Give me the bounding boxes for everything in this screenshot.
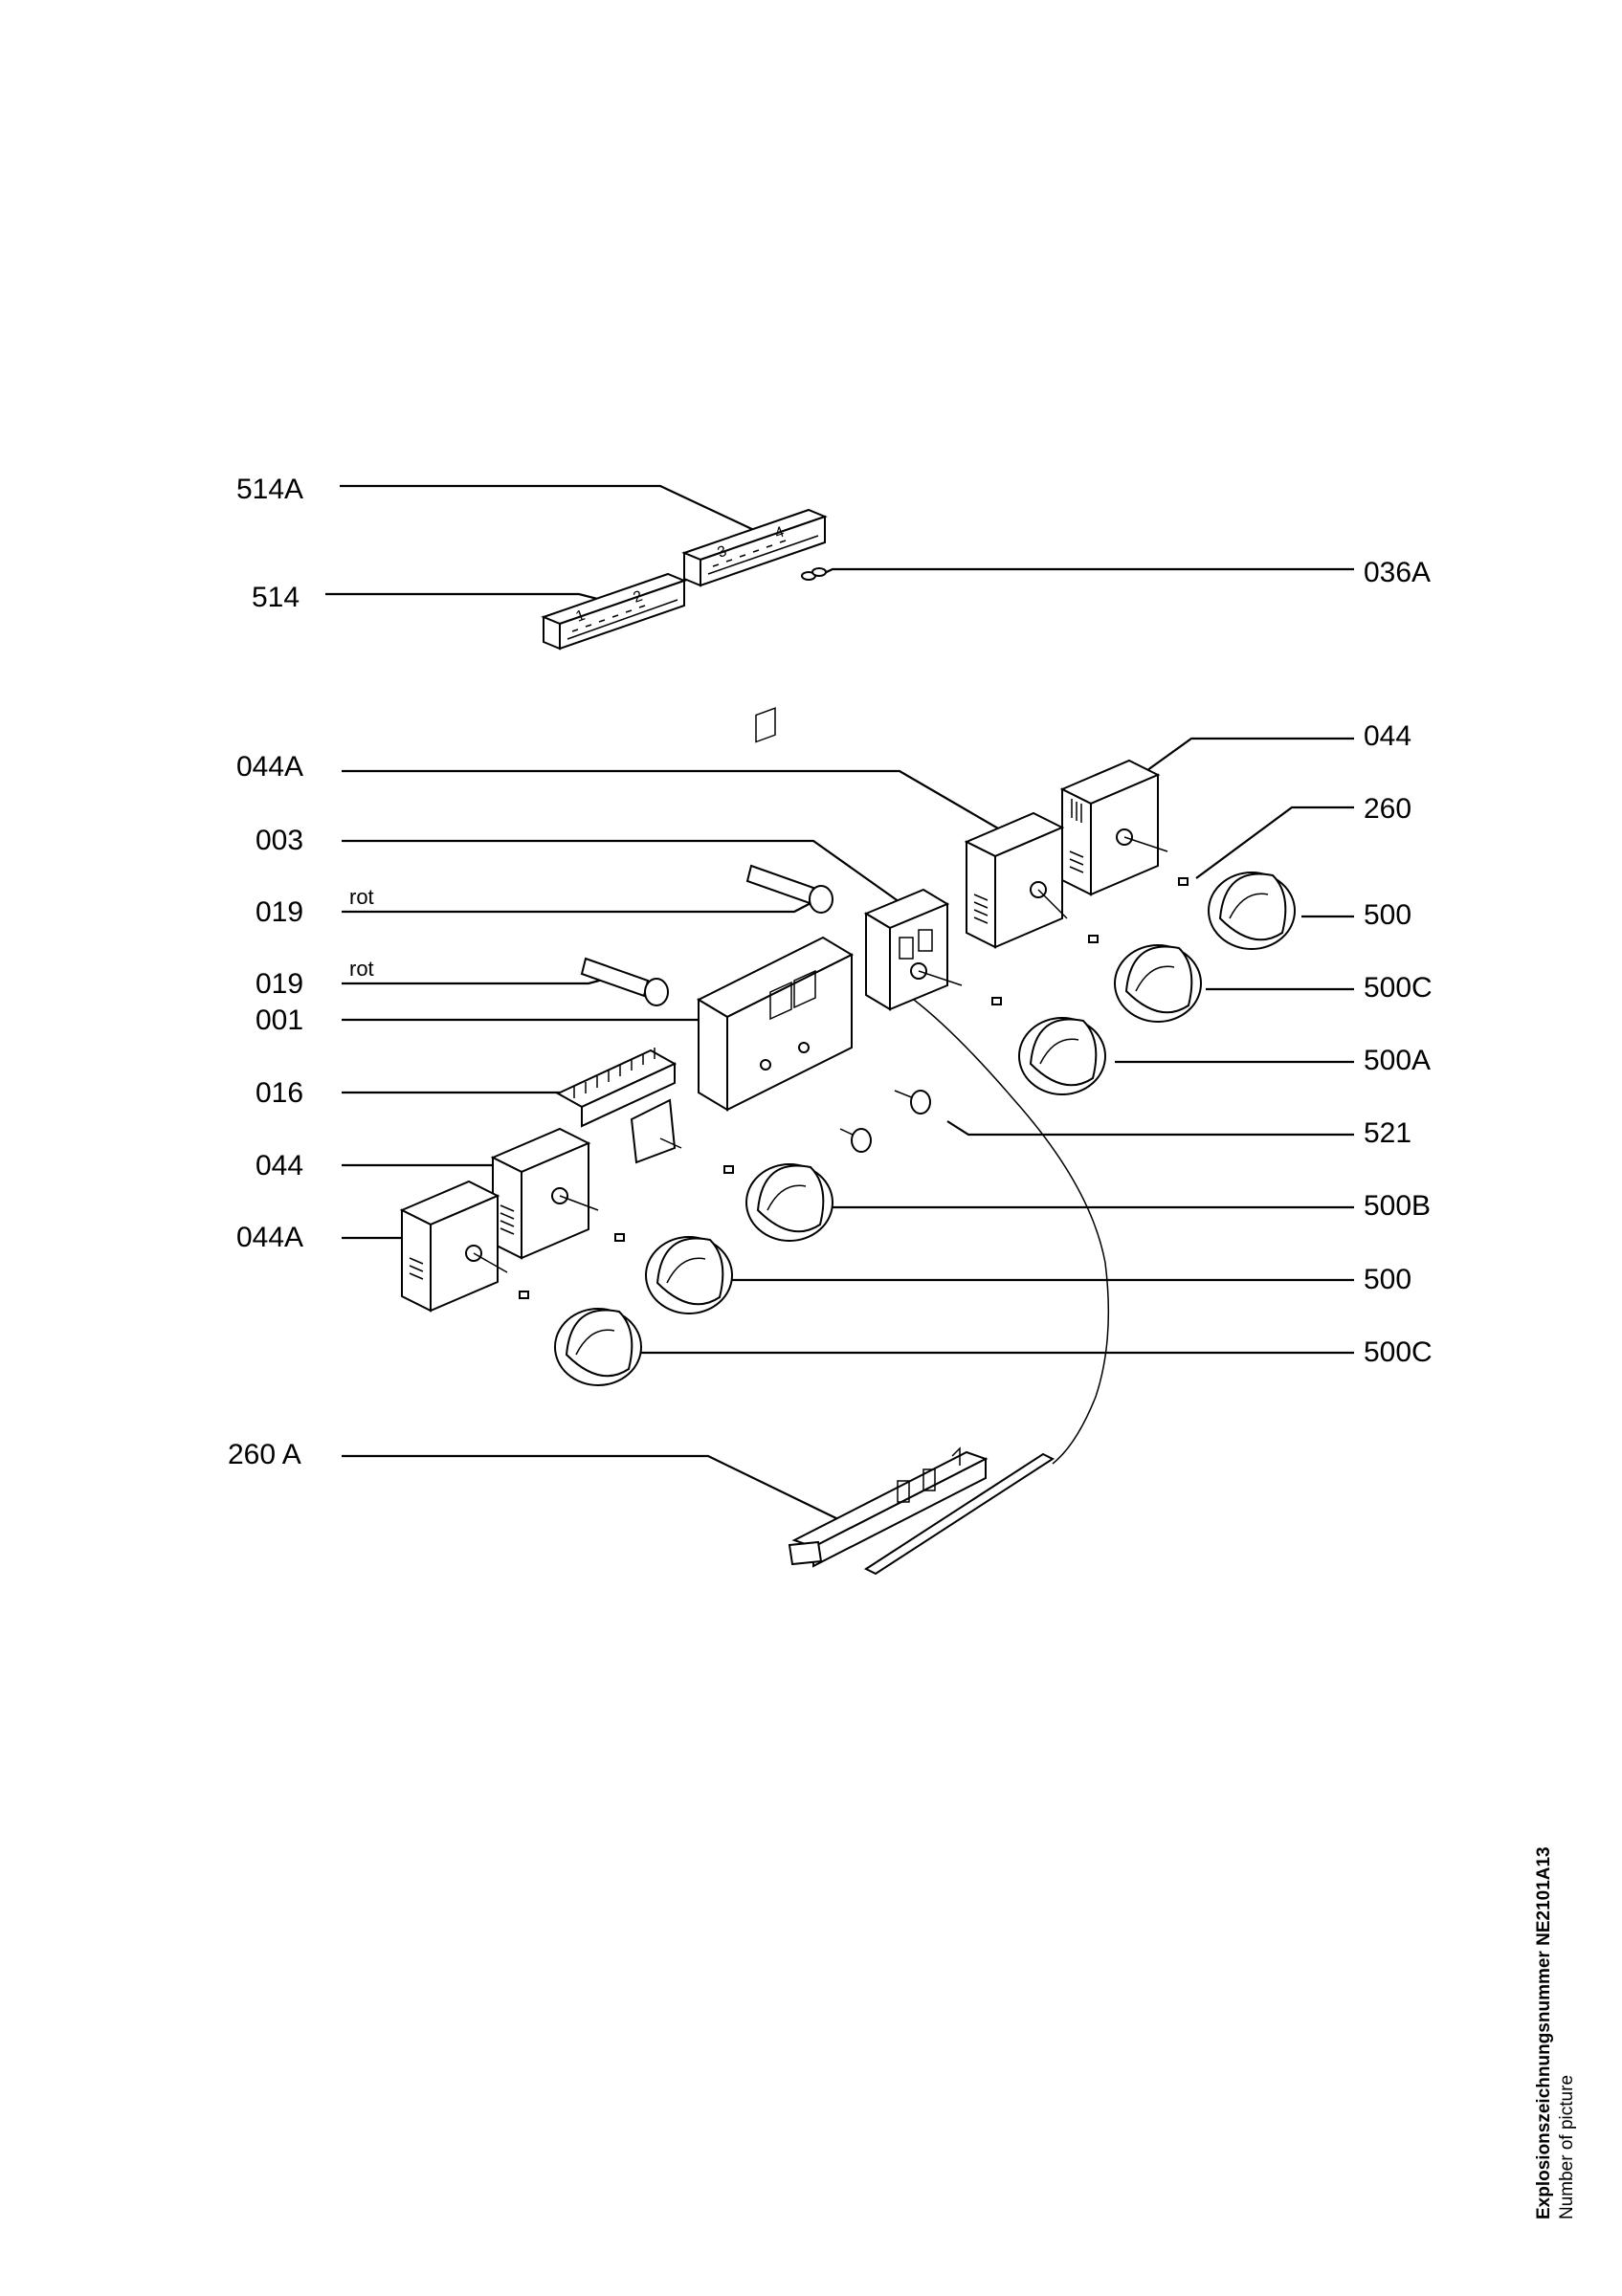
leader-044A-top (342, 769, 1006, 833)
label-514: 514 (252, 582, 300, 613)
drawing-number: Explosionszeichnungsnummer NE2101A13 (1534, 1846, 1554, 2219)
label-500-right: 500 (1364, 899, 1411, 931)
part-016-terminal (555, 1048, 682, 1164)
label-016: 016 (256, 1077, 303, 1109)
leader-036A (817, 567, 1354, 577)
label-044-bottom: 044 (256, 1150, 303, 1181)
part-019-lamp-a (745, 864, 833, 914)
part-044A-bottom-switch (399, 1180, 508, 1313)
part-514-module: 1 2 (541, 572, 687, 651)
label-514A: 514A (236, 474, 303, 505)
label-260: 260 (1364, 793, 1411, 825)
picture-caption: Number of picture (1557, 2074, 1577, 2219)
label-500C-bottom: 500C (1364, 1336, 1433, 1368)
label-521: 521 (1364, 1117, 1411, 1149)
label-044A-top: 044A (236, 751, 303, 783)
part-003-switch (863, 888, 963, 1011)
leader-514A (340, 484, 757, 532)
leader-521 (946, 1120, 1354, 1137)
label-rot-b: rot (349, 957, 374, 981)
part-500B-knob (745, 1163, 833, 1242)
leader-044-top (1143, 737, 1354, 774)
cable (913, 999, 1110, 1465)
label-500-bottom: 500 (1364, 1264, 1411, 1295)
part-500C-knob-right (1114, 944, 1202, 1023)
part-521-pin-a (894, 1090, 931, 1115)
part-044-bottom-switch (490, 1127, 599, 1260)
part-500C-knob-bottom (554, 1308, 642, 1386)
part-521-pin-b (839, 1128, 872, 1153)
leader-019-b (342, 974, 618, 985)
indicator-marks (519, 877, 1189, 1299)
part-500-knob-right (1208, 872, 1296, 950)
label-003: 003 (256, 825, 303, 856)
part-514A-module: 3 4 (681, 508, 828, 587)
label-019-b: 019 (256, 968, 303, 1000)
label-044-top: 044 (1364, 720, 1411, 752)
label-500B: 500B (1364, 1190, 1431, 1222)
part-019-lamp-b (580, 957, 669, 1006)
part-036A-clip (801, 567, 827, 581)
label-rot-a: rot (349, 885, 374, 909)
label-001: 001 (256, 1004, 303, 1036)
label-044A-bottom: 044A (236, 1222, 303, 1253)
part-044A-top-switch (964, 811, 1068, 949)
label-036A: 036A (1364, 557, 1431, 588)
leader-260A (342, 1454, 843, 1522)
leader-016 (342, 1084, 594, 1094)
part-260A-bracket (788, 1446, 1055, 1576)
part-001-display (696, 707, 855, 1112)
part-500-knob-bottom (645, 1236, 733, 1314)
label-260A: 260 A (228, 1439, 301, 1470)
part-044-top-switch (1059, 759, 1168, 896)
leader-019-a (342, 898, 819, 914)
part-500A-knob (1018, 1017, 1106, 1095)
label-019-a: 019 (256, 896, 303, 928)
label-500A: 500A (1364, 1045, 1431, 1076)
label-500C-right: 500C (1364, 972, 1433, 1004)
leader-003 (342, 839, 910, 910)
leader-260 (1195, 806, 1354, 879)
leader-514 (325, 592, 613, 605)
